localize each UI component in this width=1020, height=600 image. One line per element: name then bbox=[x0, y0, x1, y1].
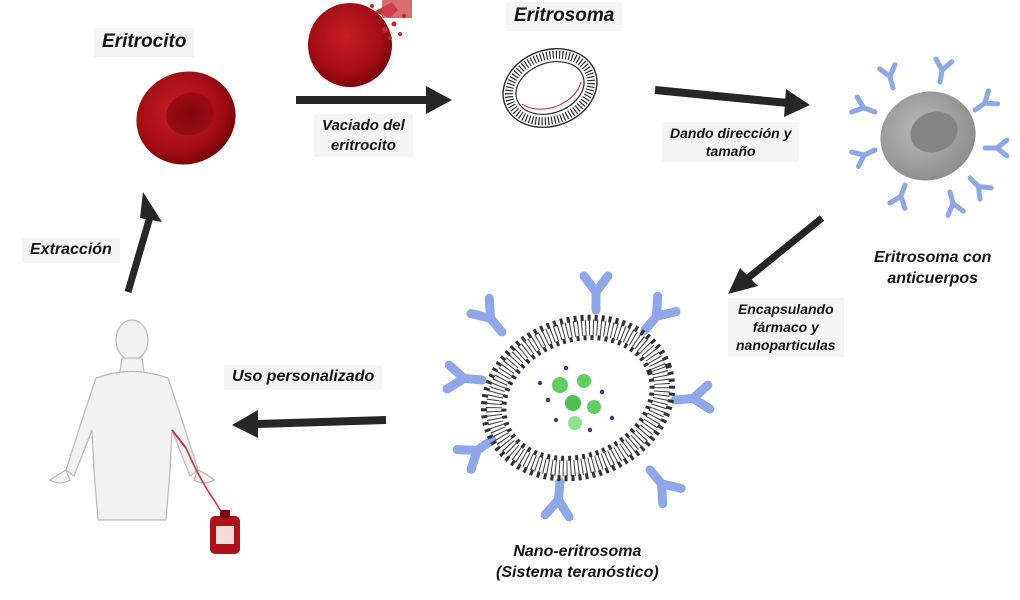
burst-erythrocyte-icon bbox=[308, 0, 412, 87]
label-encapsulation-line-1: Encapsulando bbox=[737, 301, 834, 317]
label-antibody-erythrosome-line-2: anticuerpos bbox=[887, 269, 979, 287]
blood-bag-icon bbox=[185, 447, 240, 554]
label-erythrocyte: Eritrocito bbox=[94, 28, 195, 57]
label-encapsulation-line-2: fármaco y bbox=[752, 319, 819, 336]
label-emptying-line-1: Vaciado del bbox=[322, 117, 405, 134]
erythrocyte-icon bbox=[136, 71, 236, 165]
arrow-encapsulation bbox=[728, 215, 825, 294]
arrow-emptying bbox=[296, 86, 452, 114]
label-extraction-text: Extracción bbox=[30, 241, 112, 258]
label-extraction: Extracción bbox=[22, 238, 120, 263]
label-sizing-line-1: Dando dirección y bbox=[670, 125, 792, 141]
label-nano-erythrosome-line-1: Nano-eritrosoma bbox=[513, 543, 642, 560]
label-emptying-line-2: eritrocito bbox=[330, 136, 396, 154]
label-nano-erythrosome-line-2: (Sistema teranóstico) bbox=[496, 563, 659, 581]
label-antibody-erythrosome-line-1: Eritrosoma con bbox=[874, 249, 992, 266]
label-emptying: Vaciado del eritrocito bbox=[314, 114, 413, 157]
antibody-cell-icon bbox=[852, 59, 1007, 215]
label-erythrosome-text: Eritrosoma bbox=[514, 5, 615, 26]
nano-erythrosome-icon bbox=[447, 276, 710, 517]
label-encapsulation-line-3: nanoparticulas bbox=[736, 337, 836, 354]
arrow-sizing bbox=[654, 86, 810, 117]
label-erythrocyte-text: Eritrocito bbox=[102, 31, 187, 52]
label-encapsulation: Encapsulando fármaco y nanoparticulas bbox=[728, 298, 844, 357]
erythrosome-ring-icon bbox=[502, 47, 598, 129]
label-sizing-line-2: tamaño bbox=[705, 143, 756, 160]
arrow-extraction bbox=[124, 192, 162, 293]
label-erythrosome: Eritrosoma bbox=[506, 2, 623, 31]
label-personalized-use: Uso personalizado bbox=[224, 365, 383, 390]
label-antibody-erythrosome: Eritrosoma con anticuerpos bbox=[866, 246, 1000, 292]
label-nano-erythrosome: Nano-eritrosoma (Sistema teranóstico) bbox=[488, 540, 667, 586]
human-figure-icon bbox=[48, 319, 216, 521]
label-sizing: Dando dirección y tamaño bbox=[662, 122, 800, 163]
arrow-personalized-use bbox=[232, 410, 387, 438]
label-personalized-use-text: Uso personalizado bbox=[232, 368, 375, 385]
